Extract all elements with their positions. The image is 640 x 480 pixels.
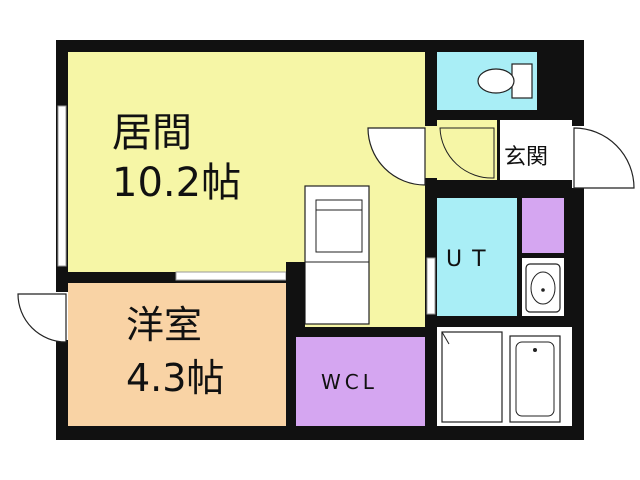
washbasin-icon <box>525 263 561 313</box>
room-entrance-name: 玄関 <box>504 145 548 170</box>
door-swing-icon <box>573 127 635 189</box>
kitchen-icon <box>304 185 370 325</box>
door-swing-icon <box>17 293 67 343</box>
window-partition <box>175 271 287 281</box>
room-western-name: 洋室 <box>126 303 202 347</box>
wall-wcl <box>286 337 296 426</box>
door-swing-icon <box>439 127 495 179</box>
door-opening-living <box>425 126 437 178</box>
room-wcl-name: WCL <box>321 370 378 394</box>
toilet-icon <box>477 63 533 99</box>
door-swing-icon <box>367 127 426 186</box>
room-wcl <box>296 337 425 426</box>
room-ut-name: UT <box>446 247 496 272</box>
room-western-size: 4.3帖 <box>126 356 224 400</box>
room-living-size: 10.2帖 <box>112 160 241 206</box>
window-ut <box>426 257 436 315</box>
bathtub-icon <box>441 331 561 423</box>
room-ut <box>437 198 517 316</box>
room-western <box>68 283 286 426</box>
wall-kitchen <box>286 262 305 337</box>
window-left <box>57 105 67 267</box>
room-entrance-floor <box>500 120 572 180</box>
room-living-name: 居間 <box>112 110 192 156</box>
wall-utility <box>517 198 522 316</box>
room-storage <box>522 198 564 253</box>
room-entrance <box>437 120 497 180</box>
